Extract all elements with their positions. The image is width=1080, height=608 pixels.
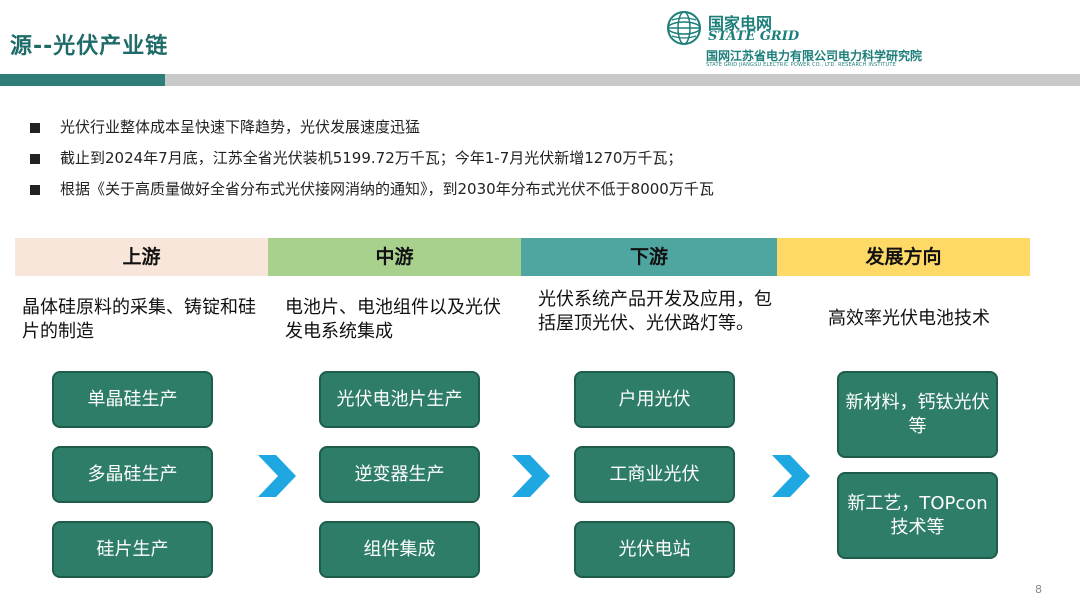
bullet-text: 根据《关于高质量做好全省分布式光伏接网消纳的通知》，到2030年分布式光伏不低于… (60, 180, 714, 198)
page-number: 8 (1035, 583, 1042, 596)
bullet-square-icon (30, 154, 40, 164)
pill-household-pv: 户用光伏 (574, 371, 735, 428)
desc-midstream: 电池片、电池组件以及光伏发电系统集成 (285, 297, 501, 342)
logo-institute-cn: 国网江苏省电力有限公司电力科学研究院 (706, 49, 923, 63)
pill-inverter: 逆变器生产 (319, 446, 480, 503)
pill-wafer: 硅片生产 (52, 521, 213, 578)
pill-mono-silicon: 单晶硅生产 (52, 371, 213, 428)
bullet-list: 光伏行业整体成本呈快速下降趋势，光伏发展速度迅猛 截止到2024年7月底，江苏全… (30, 112, 1050, 205)
pill-module: 组件集成 (319, 521, 480, 578)
logo-institute-en: STATE GRID JIANGSU ELECTRIC POWER CO., L… (706, 62, 897, 68)
pill-cell-production: 光伏电池片生产 (319, 371, 480, 428)
pill-poly-silicon: 多晶硅生产 (52, 446, 213, 503)
logo: 国家电网 STATE GRID 国网江苏省电力有限公司电力科学研究院 STATE… (666, 8, 966, 72)
chevron-right-icon (772, 455, 810, 497)
bullet-square-icon (30, 185, 40, 195)
desc-upstream: 晶体硅原料的采集、铸锭和硅片的制造 (22, 297, 256, 342)
desc-direction: 高效率光伏电池技术 (828, 308, 990, 329)
header-direction: 发展方向 (777, 238, 1030, 276)
pill-pv-station: 光伏电站 (574, 521, 735, 578)
chevron-right-icon (512, 455, 550, 497)
header-upstream: 上游 (15, 238, 268, 276)
pill-commercial-pv: 工商业光伏 (574, 446, 735, 503)
logo-brand-en: STATE GRID (708, 29, 800, 44)
bullet-item: 光伏行业整体成本呈快速下降趋势，光伏发展速度迅猛 (30, 112, 1050, 143)
header-bar (165, 74, 1080, 86)
pill-new-process: 新工艺，TOPcon技术等 (837, 472, 998, 559)
bullet-square-icon (30, 123, 40, 133)
chevron-right-icon (258, 455, 296, 497)
logo-brand-cn: 国家电网 (708, 14, 773, 33)
state-grid-globe-icon (667, 11, 701, 45)
bullet-text: 截止到2024年7月底，江苏全省光伏装机5199.72万千瓦；今年1-7月光伏新… (60, 149, 683, 167)
header-bar-accent (0, 74, 165, 86)
bullet-item: 根据《关于高质量做好全省分布式光伏接网消纳的通知》，到2030年分布式光伏不低于… (30, 174, 1050, 205)
bullet-item: 截止到2024年7月底，江苏全省光伏装机5199.72万千瓦；今年1-7月光伏新… (30, 143, 1050, 174)
pill-new-material: 新材料，钙钛光伏等 (837, 371, 998, 458)
header-downstream: 下游 (521, 238, 777, 276)
slide-title: 源--光伏产业链 (10, 34, 169, 59)
header-midstream: 中游 (268, 238, 521, 276)
desc-downstream: 光伏系统产品开发及应用，包括屋顶光伏、光伏路灯等。 (538, 289, 772, 334)
bullet-text: 光伏行业整体成本呈快速下降趋势，光伏发展速度迅猛 (60, 118, 421, 136)
